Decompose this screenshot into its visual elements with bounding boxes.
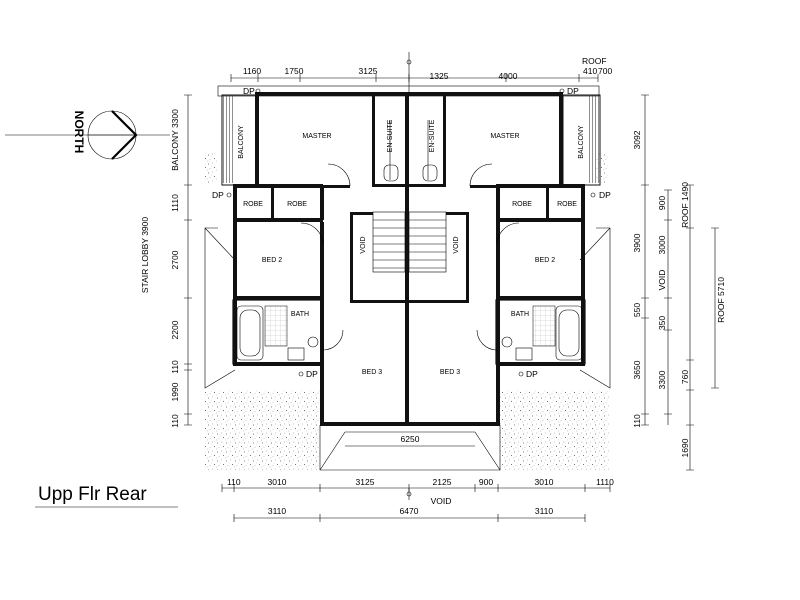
dim-left-2: 1110 <box>170 194 180 212</box>
dim-right-7: 3000 <box>657 235 667 254</box>
dim-6250: 6250 <box>401 434 420 444</box>
room-bed3-left: BED 3 <box>362 369 382 376</box>
dim-left-6: 110 <box>170 360 180 374</box>
dim-top-1: 1160 <box>243 66 262 76</box>
void-right-label: VOID <box>657 270 667 291</box>
dim-bottom-8: 3110 <box>268 506 287 516</box>
room-bed2-left: BED 2 <box>262 257 282 264</box>
room-bath-left: BATH <box>291 311 309 318</box>
downpipe-label: DP <box>567 86 579 96</box>
room-robe-3: ROBE <box>512 201 532 208</box>
top-dimensions: 1160 1750 3125 1325 4000 410 700 ROOF <box>230 52 612 92</box>
gravel-areas <box>205 153 610 470</box>
room-master-right: MASTER <box>490 133 519 140</box>
fixtures <box>236 164 583 361</box>
room-robe-2: ROBE <box>287 201 307 208</box>
dim-bottom-1: 110 <box>227 477 241 487</box>
dim-right-5: 110 <box>632 414 642 428</box>
dim-top-4: 1325 <box>430 71 449 81</box>
dim-right-10: ROOF 1490 <box>680 182 690 228</box>
dim-left-8: 110 <box>170 414 180 428</box>
downpipe-label: DP <box>212 190 224 200</box>
dim-right-1: 3092 <box>632 130 642 149</box>
roof-right-label: ROOF 5710 <box>716 277 726 323</box>
dim-top-7: 700 <box>598 66 612 76</box>
dim-right-6: 900 <box>657 196 667 210</box>
left-dimensions: BALCONY 3300 1110 STAIR LOBBY 3900 2700 … <box>140 94 192 428</box>
dim-left-5: 2200 <box>170 320 180 339</box>
room-master-left: MASTER <box>302 133 331 140</box>
downpipe-label: DP <box>526 369 538 379</box>
drawing-title: Upp Flr Rear <box>35 484 178 508</box>
dim-left-4: 2700 <box>170 250 180 269</box>
room-robe-1: ROBE <box>243 201 263 208</box>
title: Upp Flr Rear <box>38 484 147 505</box>
dim-bottom-2: 3010 <box>268 477 287 487</box>
dim-left-1: BALCONY 3300 <box>170 109 180 171</box>
right-dimensions: 3092 3900 550 3650 110 900 3000 350 3300… <box>632 94 726 471</box>
dim-top-5: 4000 <box>499 71 518 81</box>
balconies <box>221 94 601 186</box>
bottom-dimensions: 110 3010 3125 2125 900 3010 1110 VOID 31… <box>221 477 614 522</box>
dim-left-7: 1990 <box>170 382 180 401</box>
dim-left-3: STAIR LOBBY 3900 <box>140 217 150 293</box>
dim-right-4: 3650 <box>632 360 642 379</box>
dim-right-9: 3300 <box>657 370 667 389</box>
dim-bottom-7: 1110 <box>596 477 614 487</box>
centre-dimension: 6250 <box>345 434 475 447</box>
dim-top-6: 410 <box>583 66 597 76</box>
dim-right-2: 3900 <box>632 233 642 252</box>
room-balcony-left: BALCONY <box>238 125 245 159</box>
dim-bottom-4: 2125 <box>433 477 452 487</box>
dim-right-3: 550 <box>632 303 642 317</box>
dim-right-11: 760 <box>680 370 690 384</box>
dim-top-2: 1750 <box>285 66 304 76</box>
dim-bottom-10: 3110 <box>535 506 554 516</box>
room-ensuite-right: EN-SUITE <box>429 119 436 152</box>
dim-bottom-3: 3125 <box>356 477 375 487</box>
door-swings <box>300 163 520 351</box>
dim-bottom-6: 3010 <box>535 477 554 487</box>
stairs <box>372 120 447 273</box>
downpipe-label: DP <box>243 86 255 96</box>
room-bed3-right: BED 3 <box>440 369 460 376</box>
room-void-left: VOID <box>360 236 367 253</box>
dim-right-12: 1690 <box>680 438 690 457</box>
room-void-right: VOID <box>453 236 460 253</box>
dim-bottom-9: 6470 <box>400 506 419 516</box>
walls <box>232 92 586 426</box>
room-labels: MASTER MASTER EN-SUITE EN-SUITE BALCONY … <box>238 119 585 376</box>
room-balcony-right: BALCONY <box>578 125 585 159</box>
downpipes: DP DP DP DP DP DP <box>212 86 611 379</box>
room-robe-4: ROBE <box>557 201 577 208</box>
dim-top-3: 3125 <box>359 66 378 76</box>
north-label: NORTH <box>72 111 86 154</box>
north-arrow: NORTH <box>5 110 170 160</box>
dim-right-8: 350 <box>657 316 667 330</box>
roof-top-label: ROOF <box>582 56 607 66</box>
room-bath-right: BATH <box>511 311 529 318</box>
room-ensuite-left: EN-SUITE <box>387 119 394 152</box>
downpipe-label: DP <box>306 369 318 379</box>
downpipe-label: DP <box>599 190 611 200</box>
room-bed2-right: BED 2 <box>535 257 555 264</box>
void-bottom-label: VOID <box>431 496 452 506</box>
dim-bottom-5: 900 <box>479 477 493 487</box>
